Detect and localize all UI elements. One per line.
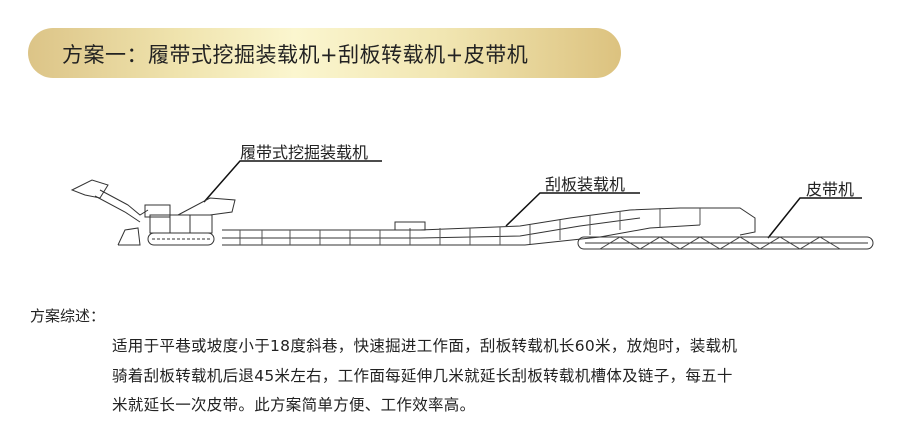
summary-line: 骑着刮板转载机后退45米左右，工作面每延伸几米就延长刮板转载机槽体及链子，每五十 [112, 366, 733, 385]
banner-title: 方案一：履带式挖掘装载机+刮板转载机+皮带机 [62, 43, 529, 67]
equipment-diagram [70, 160, 874, 250]
leader-lines [203, 160, 862, 239]
summary-paragraph: 适用于平巷或坡度小于18度斜巷，快速掘进工作面，刮板转载机长60米，放炮时，装载… [112, 332, 852, 421]
summary-line: 适用于平巷或坡度小于18度斜巷，快速掘进工作面，刮板转载机长60米，放炮时，装载… [112, 337, 738, 355]
label-excavator: 履带式挖掘装载机 [240, 143, 369, 162]
summary-line: 米就延长一次皮带。此方案简单方便、工作效率高。 [112, 396, 476, 414]
scraper-conveyor-drawing [222, 207, 756, 246]
belt-conveyor-drawing [577, 236, 874, 250]
label-scraper: 刮板装载机 [545, 175, 626, 194]
label-belt: 皮带机 [806, 180, 855, 199]
summary-label: 方案综述： [30, 307, 106, 325]
excavator-drawing [70, 179, 236, 246]
title-banner: 方案一：履带式挖掘装载机+刮板转载机+皮带机 [28, 28, 621, 78]
